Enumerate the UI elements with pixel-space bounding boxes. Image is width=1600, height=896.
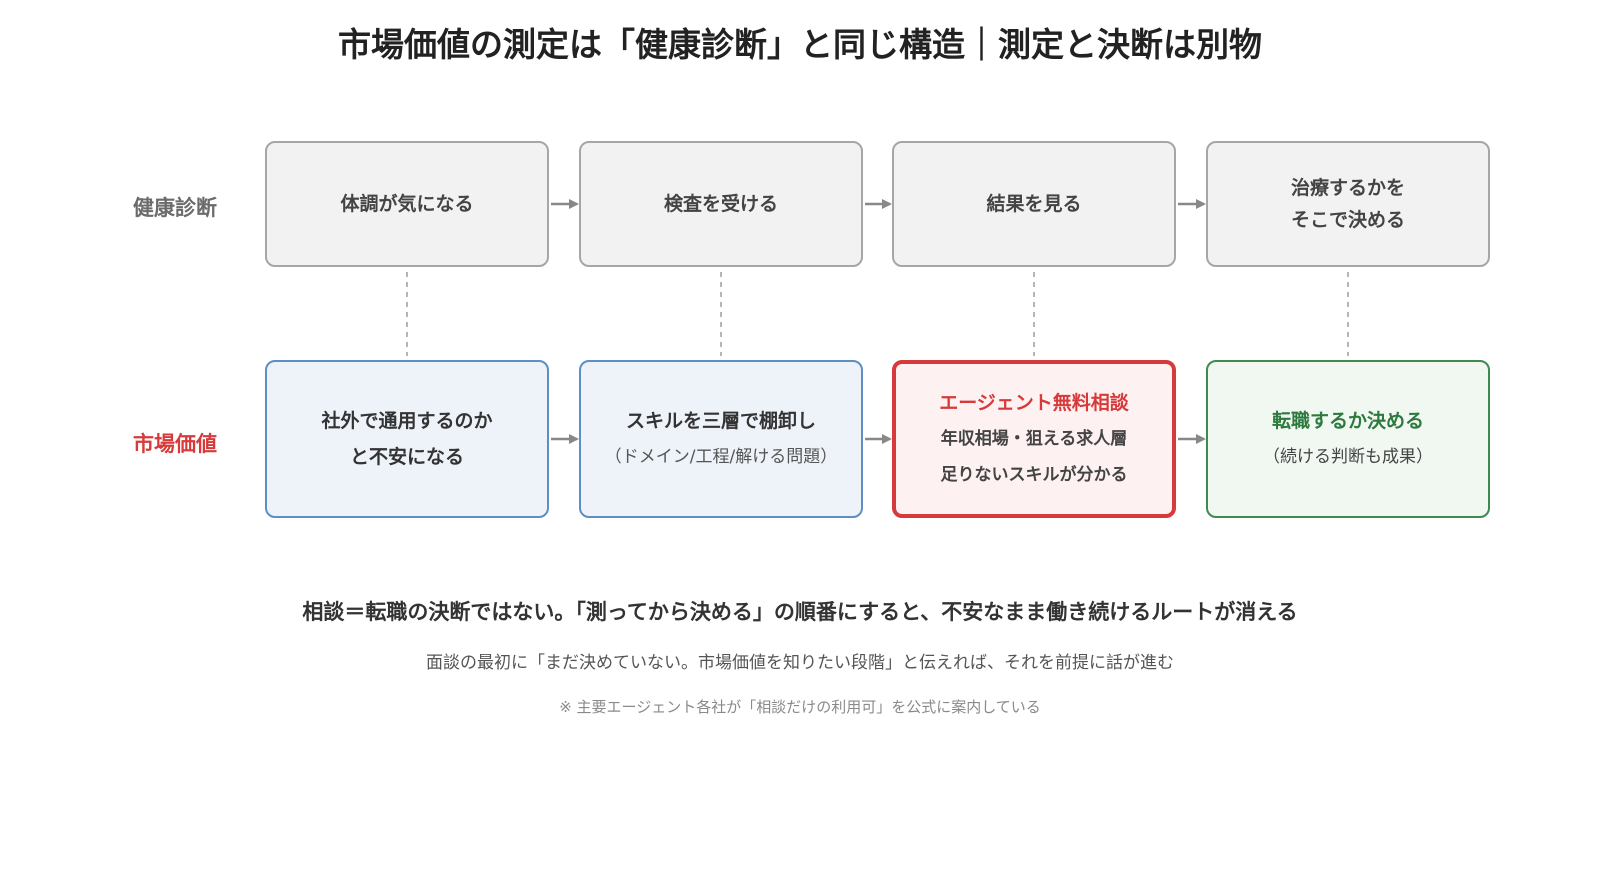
health-step-4-box: 治療するかを そこで決める [1206,141,1490,267]
health-step-2-box: 検査を受ける [579,141,863,267]
market-step-4-box: 転職するか決める （続ける判断も成果） [1206,360,1490,518]
market-step-2-subtitle: （ドメイン/工程/解ける問題） [604,447,838,467]
health-step-1-text: 体調が気になる [340,193,474,215]
market-step-2-title: スキルを三層で棚卸し [625,410,816,432]
market-step-3-detail-2: 足りないスキルが分かる [940,465,1128,485]
market-step-2-box: スキルを三層で棚卸し （ドメイン/工程/解ける問題） [579,360,863,518]
row-label-health-check: 健康診断 [133,196,217,220]
market-step-1-text-line1: 社外で通用するのか [321,410,493,432]
market-step-3-detail-1: 年収相場・狙える求人層 [940,429,1128,449]
health-step-3-box: 結果を見る [892,141,1176,267]
health-step-4-text-line2: そこで決める [1290,209,1405,231]
market-step-3-box: エージェント無料相談 年収相場・狙える求人層 足りないスキルが分かる [892,360,1176,518]
market-step-3-title: エージェント無料相談 [939,392,1129,414]
health-step-3-text: 結果を見る [986,193,1082,215]
footnote: ※ 主要エージェント各社が「相談だけの利用可」を公式に案内している [559,698,1041,716]
market-step-4-subtitle: （続ける判断も成果） [1263,447,1433,467]
health-step-1-box: 体調が気になる [265,141,549,267]
market-step-4-title: 転職するか決める [1271,410,1424,432]
supporting-note: 面談の最初に「まだ決めていない。市場価値を知りたい段階」と伝えれば、それを前提に… [426,653,1174,673]
health-step-4-text-line1: 治療するかを [1290,177,1405,199]
market-step-1-text-line2: と不安になる [349,446,464,468]
health-step-2-text: 検査を受ける [663,193,778,215]
row-label-market-value: 市場価値 [133,432,217,456]
page-title: 市場価値の測定は「健康診断」と同じ構造｜測定と決断は別物 [338,25,1262,64]
market-step-1-box: 社外で通用するのか と不安になる [265,360,549,518]
key-message: 相談＝転職の決断ではない。「測ってから決める」の順番にすると、不安なまま働き続け… [302,600,1298,624]
